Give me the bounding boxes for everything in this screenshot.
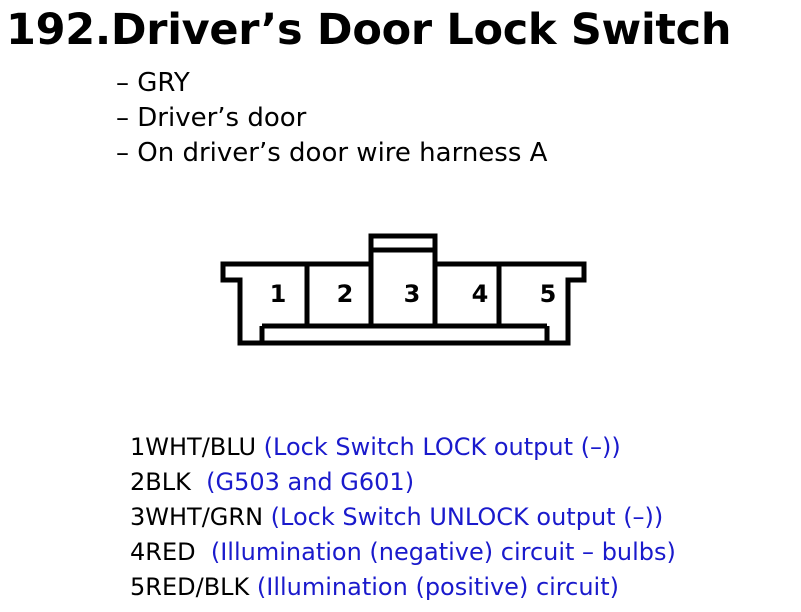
connector-outline bbox=[220, 233, 587, 346]
pin-number: 5 bbox=[130, 573, 146, 601]
pin-row: 5RED/BLK (Illumination (positive) circui… bbox=[130, 570, 676, 605]
pin-row: 3WHT/GRN (Lock Switch UNLOCK output (–)) bbox=[130, 500, 676, 535]
pin-wire-color: BLK bbox=[145, 468, 191, 496]
pin-assignment-list: 1WHT/BLU (Lock Switch LOCK output (–)) 2… bbox=[130, 430, 676, 605]
cavity-label-3: 3 bbox=[404, 280, 421, 308]
connector-color-line: – GRY bbox=[116, 68, 190, 98]
page-title: 192.Driver’s Door Lock Switch bbox=[6, 5, 732, 55]
pin-row: 1WHT/BLU (Lock Switch LOCK output (–)) bbox=[130, 430, 676, 465]
pin-row: 2BLK (G503 and G601) bbox=[130, 465, 676, 500]
cavity-label-5: 5 bbox=[540, 280, 557, 308]
cavity-label-1: 1 bbox=[270, 280, 287, 308]
cavity-label-2: 2 bbox=[337, 280, 354, 308]
pin-wire-color: WHT/BLU bbox=[145, 433, 257, 461]
pin-row: 4RED (Illumination (negative) circuit – … bbox=[130, 535, 676, 570]
pin-description: (Lock Switch LOCK output (–)) bbox=[256, 433, 621, 461]
cavity-label-4: 4 bbox=[472, 280, 489, 308]
pin-description: (Illumination (positive) circuit) bbox=[249, 573, 619, 601]
pin-wire-color: RED bbox=[145, 538, 196, 566]
connector-location-line: – Driver’s door bbox=[116, 103, 307, 133]
pin-number: 3 bbox=[130, 503, 146, 531]
pin-description: (Illumination (negative) circuit – bulbs… bbox=[195, 538, 676, 566]
pin-number: 1 bbox=[130, 433, 146, 461]
connector-harness-line: – On driver’s door wire harness A bbox=[116, 138, 548, 168]
pin-wire-color: WHT/GRN bbox=[145, 503, 264, 531]
connector-info-list: – GRY – Driver’s door – On driver’s door… bbox=[116, 66, 547, 171]
pin-description: (Lock Switch UNLOCK output (–)) bbox=[263, 503, 664, 531]
pin-number: 4 bbox=[130, 538, 146, 566]
pin-wire-color: RED/BLK bbox=[145, 573, 250, 601]
pin-description: (G503 and G601) bbox=[190, 468, 415, 496]
pin-number: 2 bbox=[130, 468, 146, 496]
